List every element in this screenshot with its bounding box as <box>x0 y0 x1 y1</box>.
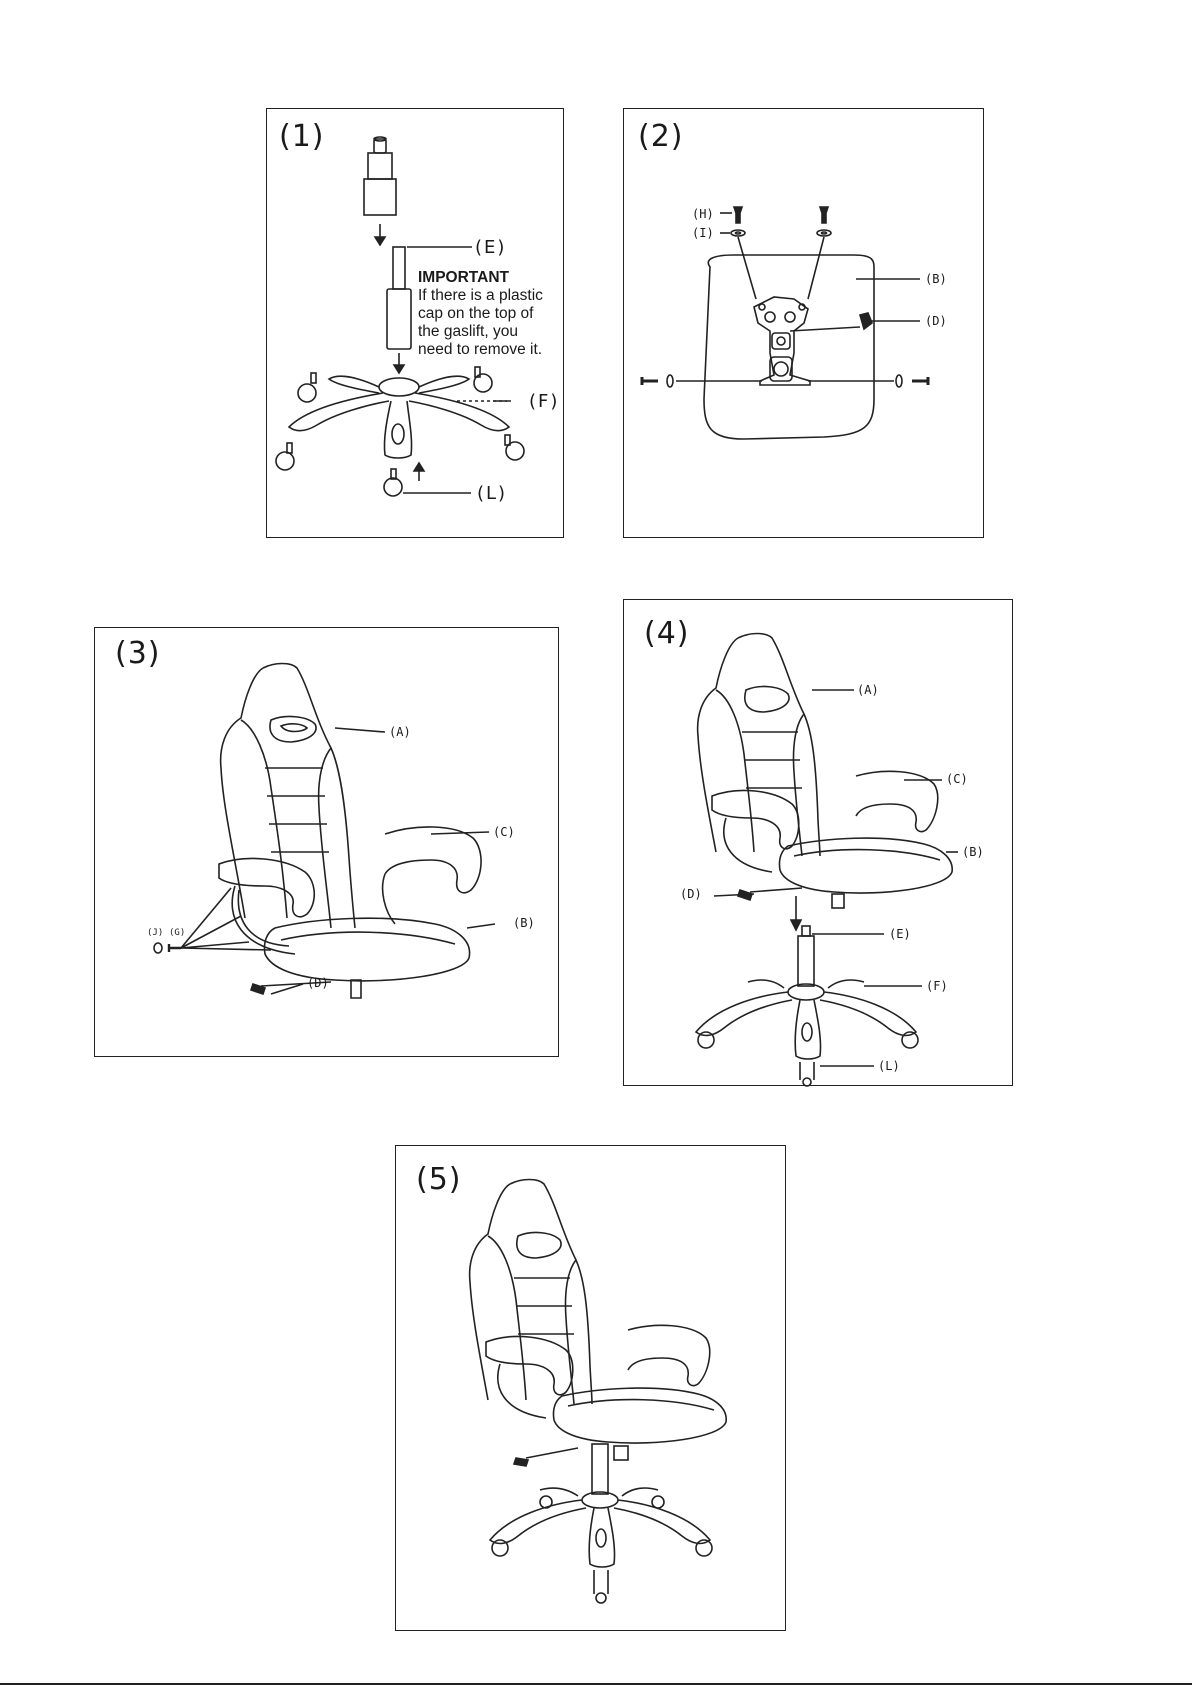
step-4-label-d: (D) <box>680 887 702 901</box>
armrest-seat-assembly-illustration <box>95 628 560 1058</box>
step-3-panel: (3) (A) <box>94 627 559 1057</box>
note-line: the gaslift, you <box>418 323 543 341</box>
note-line: If there is a plastic <box>418 287 543 305</box>
step-2-label-i: (I) <box>692 226 714 240</box>
step-3-label-j: (J) <box>147 928 163 938</box>
step-4-label-e: (E) <box>889 927 911 941</box>
step-1-panel: (1) (E) (F <box>266 108 564 538</box>
note-line: cap on the top of <box>418 305 543 323</box>
important-note: IMPORTANT If there is a plastic cap on t… <box>418 269 543 359</box>
step-3-label-d: (D) <box>307 976 329 990</box>
step-1-label-e: (E) <box>475 237 506 258</box>
step-3-label-g: (G) <box>169 928 185 938</box>
step-4-label-c: (C) <box>946 772 968 786</box>
step-3-label-c: (C) <box>493 825 515 839</box>
step-4-label-f: (F) <box>926 979 948 993</box>
step-1-label-l: (L) <box>477 483 507 504</box>
step-4-panel: (4) <box>623 599 1013 1086</box>
step-2-label-h: (H) <box>692 207 714 221</box>
step-2-label-d: (D) <box>925 314 947 328</box>
step-2-label-b: (B) <box>925 272 947 286</box>
step-2-panel: (2) (H) (I) (B) (D) <box>623 108 984 538</box>
step-5-panel: (5) <box>395 1145 786 1631</box>
important-heading: IMPORTANT <box>418 269 543 287</box>
note-line: need to remove it. <box>418 341 543 359</box>
chair-base-assembly-illustration <box>624 600 1014 1087</box>
step-3-label-b: (B) <box>513 916 535 930</box>
assembled-chair-illustration <box>396 1146 787 1632</box>
step-4-label-b: (B) <box>962 845 984 859</box>
step-4-label-a: (A) <box>857 683 879 697</box>
step-3-label-a: (A) <box>389 725 411 739</box>
step-4-label-l: (L) <box>878 1059 900 1073</box>
step-1-label-f: (F) <box>529 391 559 412</box>
